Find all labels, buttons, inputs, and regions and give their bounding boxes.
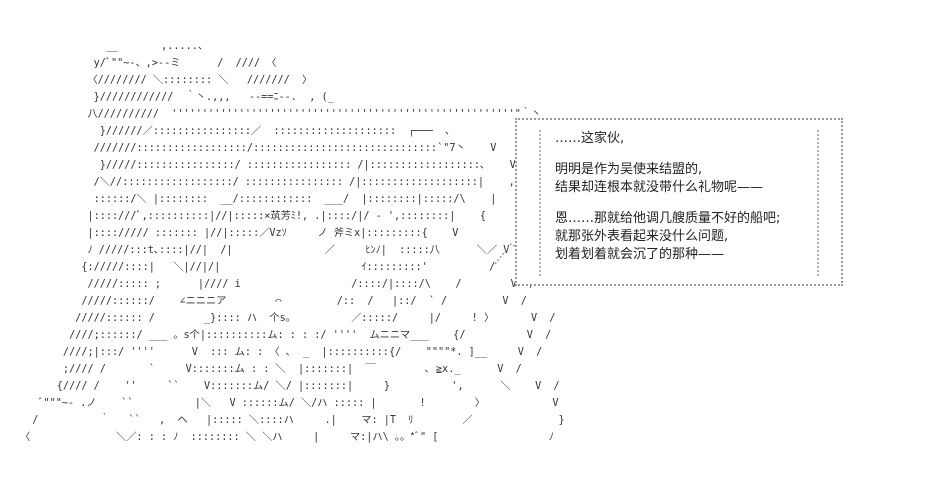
speech-gap: [555, 148, 817, 161]
speech-line: ……这家伙,: [555, 131, 625, 146]
speech-bubble-body: ……这家伙, 明明是作为吴使来结盟的, 结果却连根本就没带什么礼物呢—— 恩………: [539, 130, 819, 276]
speech-line: 明明是作为吴使来结盟的,: [555, 162, 703, 177]
speech-line: 就那张外表看起来没什么问题,: [555, 229, 729, 244]
speech-gap: [555, 197, 817, 210]
speech-line: 恩……那就给他调几艘质量不好的船吧;: [555, 211, 781, 226]
speech-line: 划着划着就会沉了的那种——: [555, 247, 725, 262]
speech-line: 结果却连根本就没带什么礼物呢——: [555, 180, 764, 195]
speech-bubble: ……这家伙, 明明是作为吴使来结盟的, 结果却连根本就没带什么礼物呢—— 恩………: [515, 118, 843, 286]
